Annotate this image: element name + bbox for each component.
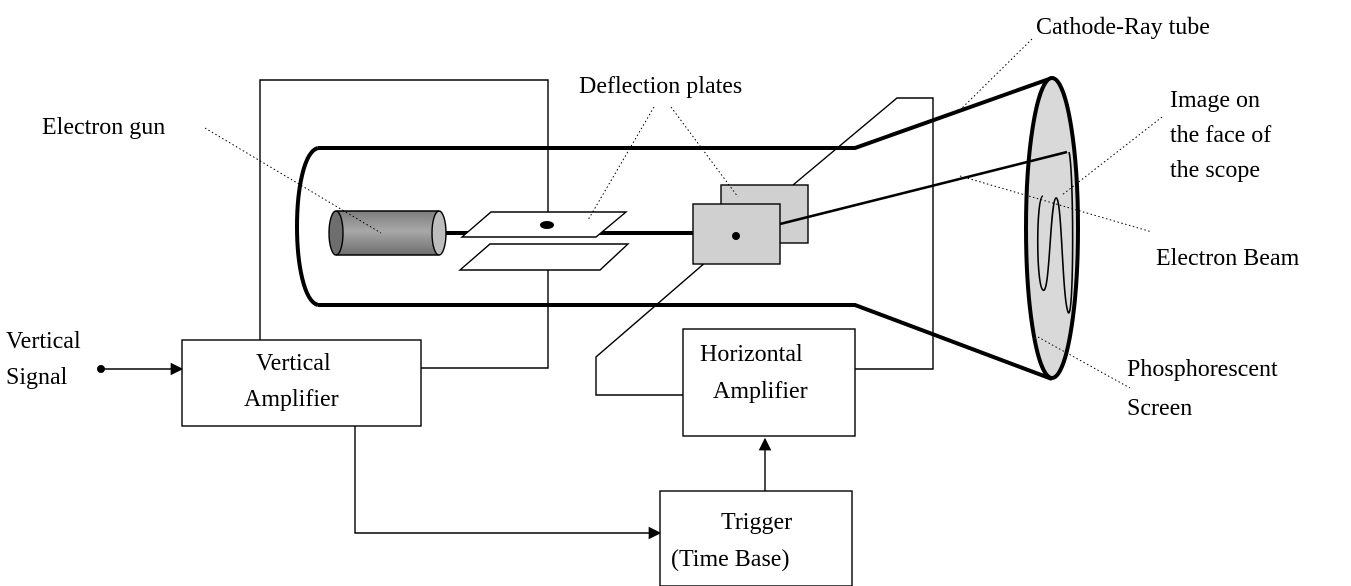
label-vertical-signal-line2: Signal — [6, 364, 68, 390]
trigger-box — [659, 490, 853, 586]
electron-beam — [779, 150, 1068, 226]
trigger-line1: Trigger — [721, 509, 792, 535]
label-phosphorescent-line2: Screen — [1127, 395, 1192, 421]
label-image-on-face-line2: the face of — [1170, 122, 1271, 148]
horizontal-amplifier-box — [682, 328, 856, 437]
vertical-amplifier-line2: Amplifier — [244, 386, 339, 412]
horizontal-deflection-plates — [692, 184, 809, 265]
vertical-deflection-plates — [458, 211, 630, 271]
phosphorescent-screen — [1024, 76, 1080, 380]
label-phosphorescent-line1: Phosphorescent — [1127, 356, 1278, 382]
wire-vertical-top — [259, 79, 549, 340]
label-cathode-ray-tube: Cathode-Ray tube — [1036, 14, 1210, 40]
label-vertical-signal-line1: Vertical — [6, 328, 81, 354]
label-electron-gun: Electron gun — [42, 114, 165, 140]
wire-horizontal-back — [792, 97, 934, 370]
cathode-ray-tube — [295, 76, 1053, 381]
label-image-on-face-line1: Image on — [1170, 87, 1260, 113]
leader-lines — [204, 38, 1163, 389]
vertical-amplifier-box — [181, 339, 422, 427]
label-image-on-face-line3: the scope — [1170, 157, 1260, 183]
trigger-line2: (Time Base) — [671, 546, 789, 572]
label-electron-beam: Electron Beam — [1156, 245, 1300, 271]
screen-trace — [1036, 151, 1074, 314]
input-terminal — [97, 365, 105, 373]
horizontal-amplifier-line2: Amplifier — [713, 378, 808, 404]
wire-horizontal-front — [595, 235, 737, 396]
horizontal-amplifier-line1: Horizontal — [700, 341, 803, 367]
wire-vamp-trigger — [354, 426, 662, 540]
vertical-amplifier-line1: Vertical — [256, 350, 331, 376]
label-deflection-plates: Deflection plates — [579, 73, 742, 99]
wire-vertical-bottom — [421, 265, 549, 369]
electron-gun — [328, 210, 447, 256]
